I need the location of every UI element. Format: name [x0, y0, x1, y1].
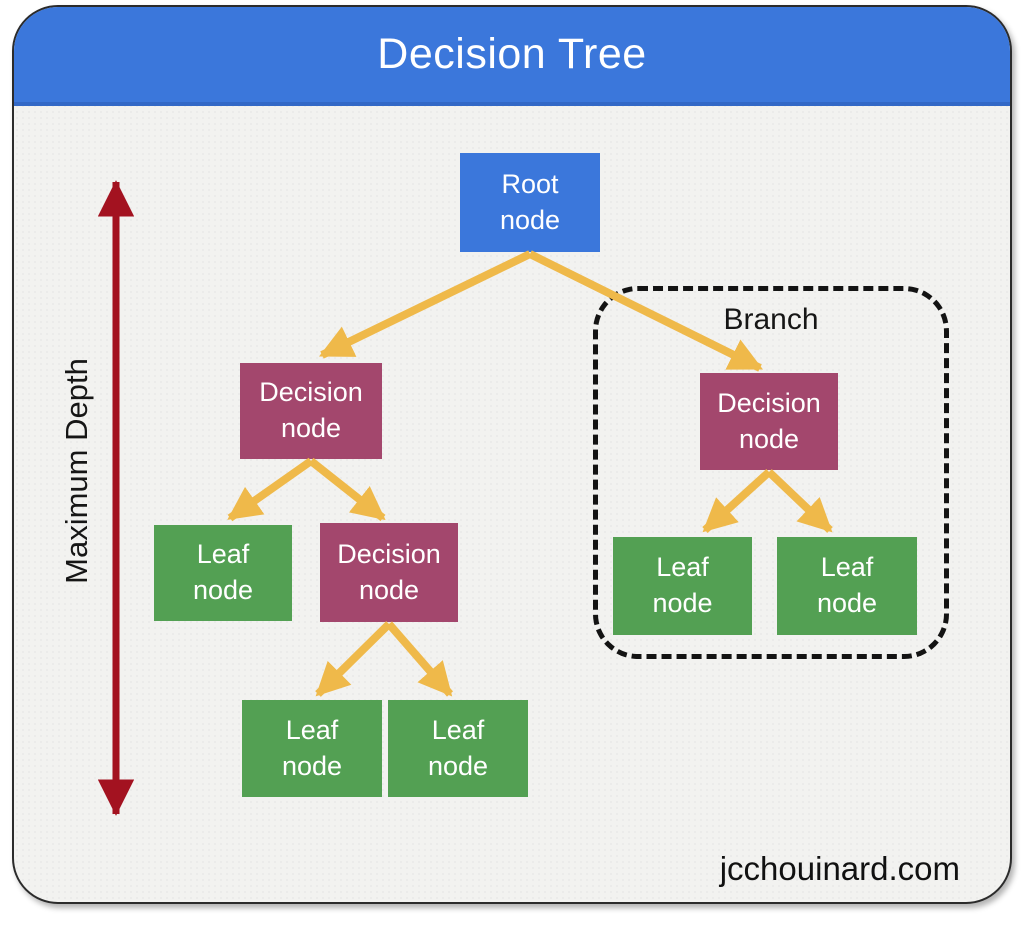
- node-decision-3: Decision node: [700, 373, 838, 470]
- maximum-depth-label: Maximum Depth: [59, 358, 94, 584]
- node-leaf-1: Leaf node: [154, 525, 292, 621]
- node-leaf-2: Leaf node: [242, 700, 382, 797]
- node-root: Root node: [460, 153, 600, 252]
- node-decision-1: Decision node: [240, 363, 382, 459]
- node-decision-2: Decision node: [320, 523, 458, 622]
- page-title: Decision Tree: [377, 30, 647, 78]
- branch-group-label: Branch: [723, 303, 819, 336]
- node-leaf-4: Leaf node: [613, 537, 752, 635]
- node-leaf-5: Leaf node: [777, 537, 917, 635]
- branch-group-outline: [593, 286, 949, 659]
- site-credit: jcchouinard.com: [719, 850, 960, 887]
- node-leaf-3: Leaf node: [388, 700, 528, 797]
- title-bar: Decision Tree: [14, 7, 1010, 106]
